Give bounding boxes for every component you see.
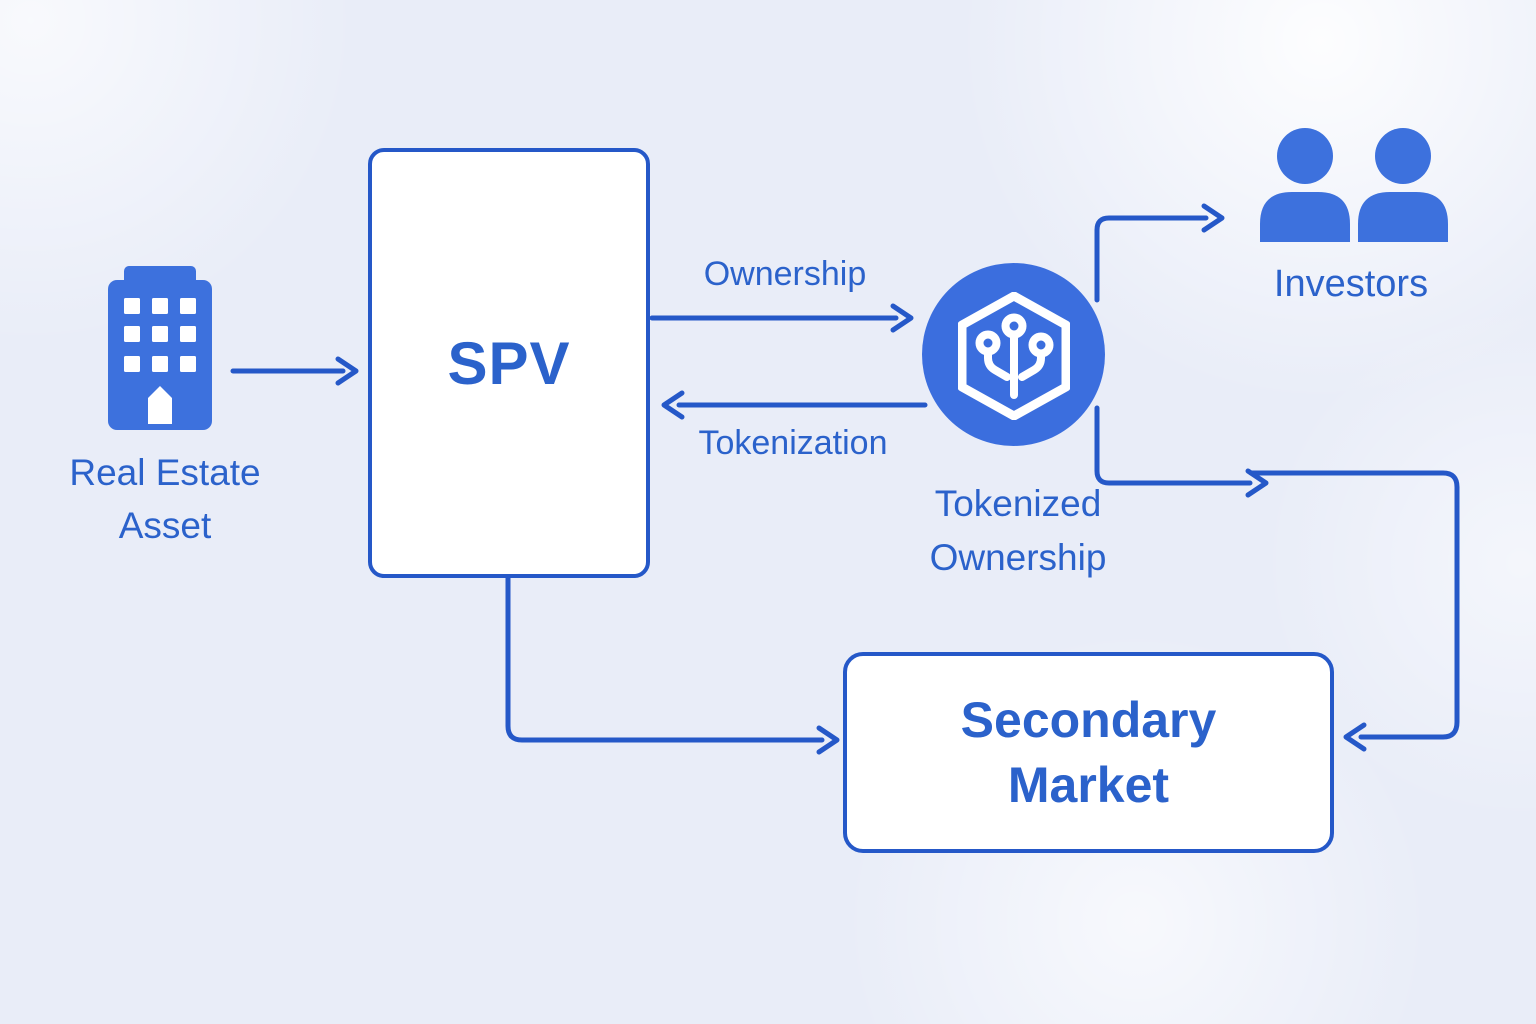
real-estate-label-line2: Asset: [118, 504, 212, 546]
tokenized-label-line1: Tokenized: [934, 483, 1102, 524]
building-icon: [108, 266, 212, 435]
investors-label: Investors: [1273, 263, 1429, 305]
arrow-token-to-investors: [1094, 203, 1225, 303]
tokenization-edge-label: Tokenization: [698, 424, 888, 462]
secondary-label-line2: Market: [1007, 756, 1170, 813]
real-estate-asset-label: Real Estate Asset: [5, 447, 325, 552]
secondary-label-line1: Secondary: [960, 691, 1217, 748]
arrow-loop-to-secondary: [1248, 470, 1460, 752]
arrow-tokenization: [661, 390, 928, 420]
secondary-market-node: Secondary Market: [843, 652, 1334, 853]
real-estate-label-line1: Real Estate: [69, 452, 261, 493]
spv-node: SPV: [368, 148, 650, 578]
arrow-asset-to-spv: [230, 356, 359, 386]
secondary-market-label: Secondary Market: [961, 688, 1217, 818]
ownership-edge-label: Ownership: [703, 255, 867, 293]
people-icon: [1260, 128, 1448, 242]
person-icon: [1358, 128, 1448, 242]
spv-label: SPV: [447, 329, 571, 397]
person-icon: [1260, 128, 1350, 242]
tokenized-ownership-label: Tokenized Ownership: [868, 477, 1168, 584]
tokenized-label-line2: Ownership: [929, 536, 1107, 578]
arrow-ownership: [649, 303, 914, 333]
arrow-spv-to-secondary: [505, 575, 840, 755]
token-hexagon-branch-icon: [922, 263, 1105, 446]
